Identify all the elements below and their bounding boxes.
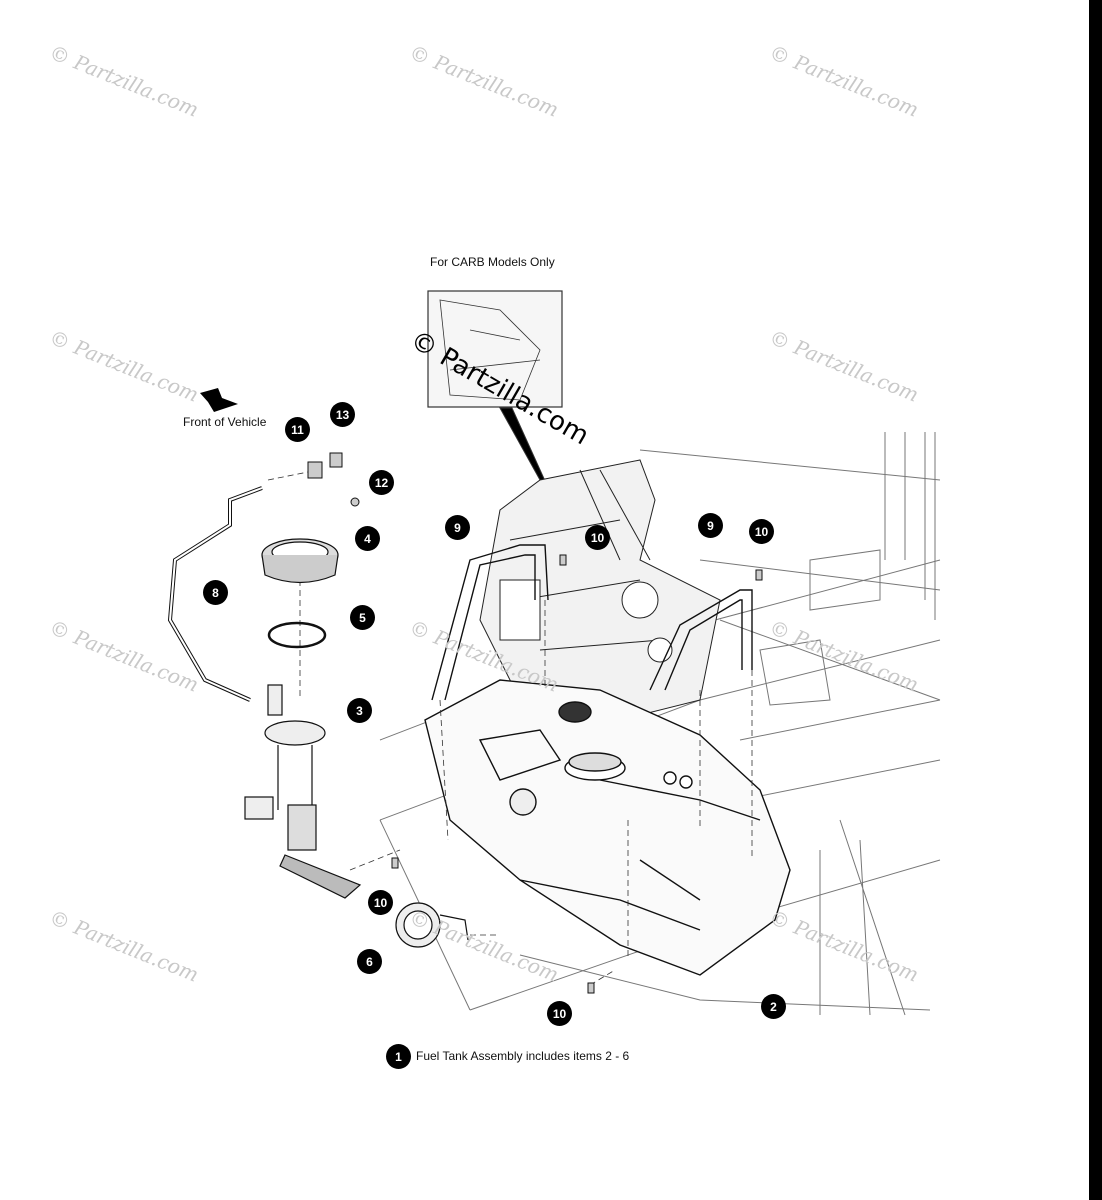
front-of-vehicle-label: Front of Vehicle bbox=[183, 415, 267, 429]
callout-10: 10 bbox=[547, 1001, 572, 1026]
callout-10: 10 bbox=[368, 890, 393, 915]
callout-13: 13 bbox=[330, 402, 355, 427]
callout-5: 5 bbox=[350, 605, 375, 630]
right-edge-bar bbox=[1089, 0, 1102, 1200]
callout-3: 3 bbox=[347, 698, 372, 723]
fuel-tank bbox=[424, 679, 791, 976]
fuel-pump bbox=[244, 684, 362, 899]
footnote-callout-1: 1 bbox=[386, 1044, 411, 1069]
lock-ring bbox=[261, 538, 339, 584]
callout-9: 9 bbox=[445, 515, 470, 540]
callout-11: 11 bbox=[285, 417, 310, 442]
seal-ring bbox=[267, 621, 327, 649]
callout-6: 6 bbox=[357, 949, 382, 974]
callout-12: 12 bbox=[369, 470, 394, 495]
engine bbox=[479, 459, 721, 721]
callout-10: 10 bbox=[585, 525, 610, 550]
callout-10: 10 bbox=[749, 519, 774, 544]
small-fittings bbox=[307, 452, 763, 994]
callout-8: 8 bbox=[203, 580, 228, 605]
tank-straps bbox=[431, 544, 753, 701]
callout-9: 9 bbox=[698, 513, 723, 538]
footnote-text: Fuel Tank Assembly includes items 2 - 6 bbox=[416, 1049, 630, 1063]
front-arrow-icon bbox=[200, 388, 238, 412]
callout-4: 4 bbox=[355, 526, 380, 551]
carb-note: For CARB Models Only bbox=[430, 255, 555, 269]
gas-cap bbox=[395, 902, 469, 948]
callout-2: 2 bbox=[761, 994, 786, 1019]
